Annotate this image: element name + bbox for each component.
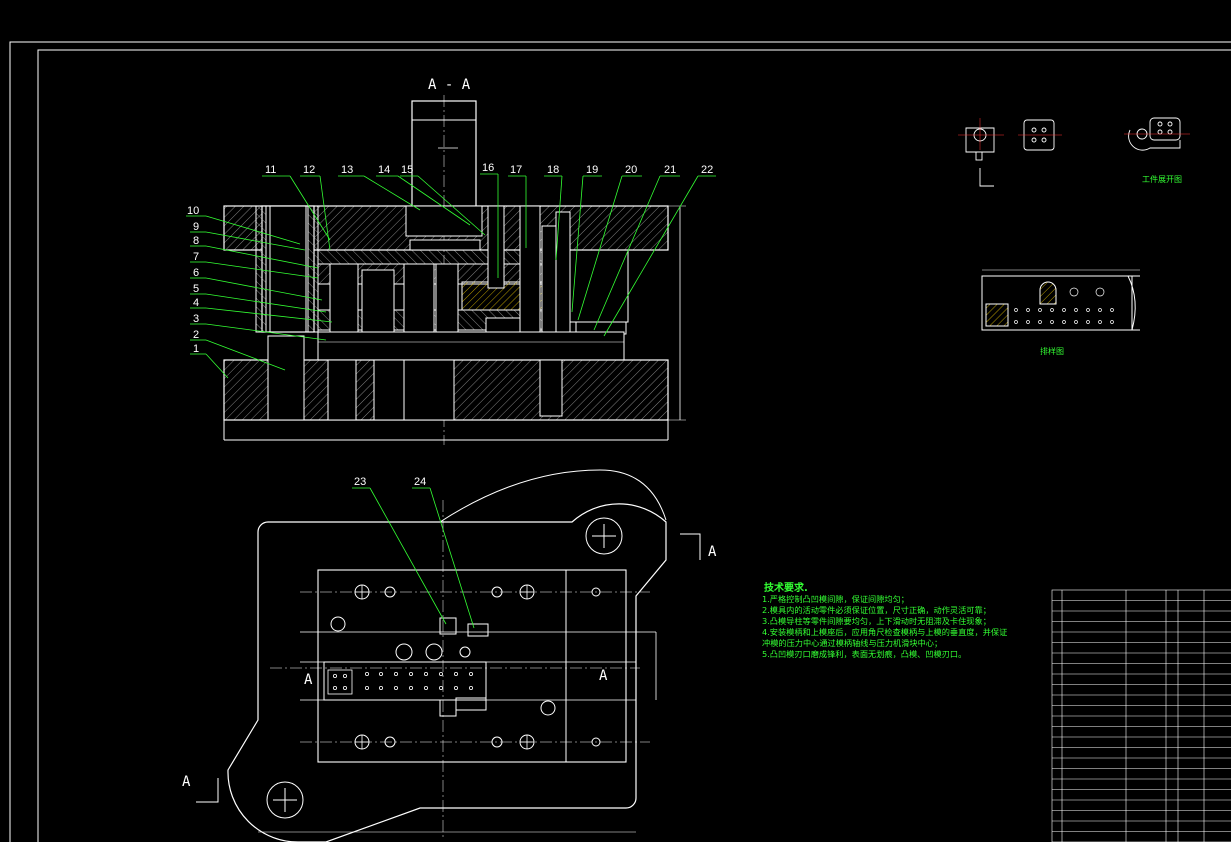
part-number: 3 xyxy=(193,313,199,325)
part-numbers-top: 11 12 13 14 15 16 17 18 19 20 21 22 xyxy=(265,162,713,176)
part-number: 1 xyxy=(193,343,199,355)
part-number: 10 xyxy=(187,205,199,217)
part-number: 5 xyxy=(193,283,199,295)
part-number: 2 xyxy=(193,329,199,341)
tech-requirement-item: 3.凸模导柱等零件间隙要均匀，上下滑动时无阻滞及卡住现象； xyxy=(762,616,991,626)
section-cut-label: A xyxy=(708,544,717,560)
part-number: 11 xyxy=(265,164,276,176)
die-base-outline xyxy=(227,503,667,842)
part-number: 18 xyxy=(547,164,559,176)
part-number: 16 xyxy=(482,162,494,174)
section-cut-label: A xyxy=(599,668,608,684)
part-number: 24 xyxy=(414,476,426,488)
section-cut-label: A xyxy=(304,672,313,688)
section-view-a-a: A - A xyxy=(186,77,716,445)
drawing-frame xyxy=(9,41,1231,842)
tech-requirement-item: 4.安装模柄和上模座后，应用角尺检查模柄与上模的垂直度，并保证 xyxy=(762,627,1007,637)
tech-requirements-title: 技术要求. xyxy=(764,581,808,594)
bill-of-materials-table xyxy=(1051,589,1231,842)
part-number: 22 xyxy=(701,164,713,176)
part-number: 17 xyxy=(510,164,522,176)
part-number: 4 xyxy=(193,297,199,309)
part-number: 14 xyxy=(378,164,390,176)
tech-requirement-item: 1.严格控制凸凹模间隙，保证间隙均匀； xyxy=(762,594,909,604)
guide-hole xyxy=(266,781,304,819)
part-number: 7 xyxy=(193,251,199,263)
guide-post xyxy=(267,335,305,421)
part-number: 20 xyxy=(625,164,637,176)
tech-requirements: 技术要求. 1.严格控制凸凹模间隙，保证间隙均匀； 2.模具内的活动零件必须保证… xyxy=(762,581,1007,659)
part-number: 13 xyxy=(341,164,353,176)
strip-layout-caption: 排样图 xyxy=(1040,346,1064,356)
part-number: 12 xyxy=(303,164,315,176)
pilot-pin xyxy=(487,205,505,289)
section-title: A - A xyxy=(428,77,471,93)
section-cut-marks xyxy=(196,533,701,803)
screw-holes xyxy=(330,584,601,750)
part-numbers-left: 10 9 8 7 6 5 4 3 2 1 xyxy=(187,205,199,355)
part-number: 23 xyxy=(354,476,366,488)
leader-lines-plan xyxy=(352,487,475,629)
workpiece-drawings xyxy=(958,117,1190,187)
part-number: 15 xyxy=(401,164,413,176)
plan-view: 23 24 A A A A xyxy=(182,469,717,842)
part-number: 21 xyxy=(664,164,676,176)
tech-requirement-item: 2.模具内的活动零件必须保证位置，尺寸正确，动作灵活可靠； xyxy=(762,605,991,615)
tech-requirement-item: 5.凸凹模刃口磨成锋利，表面无划痕，凸模、凹模刃口。 xyxy=(762,649,966,659)
part-number: 19 xyxy=(586,164,598,176)
strip-holes xyxy=(327,669,473,695)
part-number: 8 xyxy=(193,235,199,247)
section-cut-label: A xyxy=(182,774,191,790)
die-plate xyxy=(317,331,625,361)
guide-hole xyxy=(585,517,623,555)
strip-layout xyxy=(981,269,1140,331)
part-number: 6 xyxy=(193,267,199,279)
leader-lines-top xyxy=(262,173,716,337)
workpiece-caption: 工件展开图 xyxy=(1142,174,1182,184)
tech-requirement-item: 冲模的压力中心通过模柄轴线与压力机滑块中心； xyxy=(762,638,942,648)
leader-lines-left xyxy=(186,215,333,379)
part-number: 9 xyxy=(193,221,199,233)
